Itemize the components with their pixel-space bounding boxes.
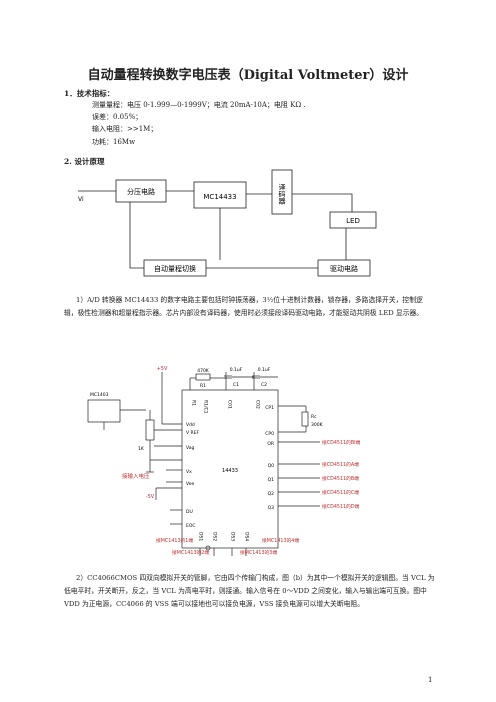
rc-name: Rc: [311, 414, 317, 420]
vcc-bottom-label: -5V: [146, 494, 155, 500]
r1-value: 470K: [197, 368, 210, 374]
pin-vag: Vag: [186, 445, 194, 451]
pin-ds3: DS3: [230, 532, 236, 541]
document-title: 自动量程转换数字电压表（Digital Voltmeter）设计: [87, 68, 409, 83]
r1-name: R1: [200, 383, 206, 389]
block-diagram: Vi 分压电路 MC14433 译码器 LED 自动量程切换 驱动电路: [78, 169, 377, 277]
pin-cp1: CP1: [265, 405, 274, 411]
pin-ds1: DS1: [198, 532, 204, 541]
rc-value: 300K: [311, 422, 324, 428]
decoder-label: 译码器: [278, 184, 286, 206]
page-number: 1: [428, 676, 433, 684]
c2-name: C2: [261, 382, 267, 388]
circuit-schematic: +5V -5V MC1403 470K R1 0.1uF 0.1uF C1 C2…: [87, 366, 361, 556]
vcc-top-label: +5V: [157, 366, 168, 372]
c2-value: 0.1uF: [258, 367, 271, 373]
range-switch-label: 自动量程切换: [154, 264, 196, 273]
chip-label: 14433: [222, 468, 238, 474]
conn-mc1413-4: 接MC1413的4端: [262, 537, 299, 544]
pin-c01: C01: [227, 400, 233, 409]
pin-ds4: DS4: [244, 532, 250, 541]
pin-or: OR: [267, 441, 274, 447]
spec-input-resistance: 输入电阻：>>1M；: [92, 125, 158, 133]
decoder-block: [271, 169, 293, 215]
pin-du: DU: [186, 509, 193, 515]
chip-14433: [181, 389, 279, 549]
pin-vref: V REF: [186, 430, 199, 436]
pin-vx: Vx: [186, 469, 192, 475]
ref-chip-label: MC1403: [90, 392, 109, 398]
c1-value: 0.1uF: [230, 367, 243, 373]
potentiometer: [145, 419, 155, 441]
conn-mc1413-1: 接MC1413的1端: [156, 537, 193, 544]
pin-eoc: EOC: [186, 523, 196, 529]
input-label: Vi: [78, 196, 84, 203]
pin-vdd: Vdd: [186, 422, 195, 428]
paragraph-cc4066: 2）CC4066CMOS 四双向模拟开关的管脚，它由四个传输门构成，图（b）为其…: [64, 574, 435, 608]
resistor-r1: [195, 373, 211, 381]
ref-chip: [87, 399, 121, 423]
pin-r1c1: R1/C1: [203, 400, 209, 414]
c1-name: C1: [233, 382, 239, 388]
pin-q2: Q2: [268, 491, 275, 497]
led-label: LED: [346, 217, 360, 225]
conn-cd4511-bi: 接CD4511的BI端: [322, 439, 361, 446]
pin-r1: R1: [191, 400, 197, 406]
spec-error: 误差：0.05%；: [92, 113, 143, 121]
section-heading-specs: 1．技术指标：: [64, 89, 115, 98]
conn-mc1413-3: 接MC1413的3端: [240, 549, 277, 556]
led-block: [329, 211, 377, 229]
spec-power: 功耗：16Mw: [92, 138, 136, 146]
conn-cd4511-d: 接CD4511的D端: [322, 503, 360, 510]
pin-ds2: DS2: [212, 532, 218, 541]
pot-value: 1K: [138, 446, 145, 452]
divider-label: 分压电路: [127, 187, 155, 196]
spec-range: 测量量程：电压 0-1.999—0-1999V；电流 20mA-10A；电阻 K…: [92, 101, 306, 109]
driver-label: 驱动电路: [330, 264, 358, 273]
resistor-rc: [301, 411, 309, 427]
conn-cd4511-c: 接CD4511的C端: [322, 489, 359, 496]
conn-cd4511-b: 接CD4511的B端: [322, 475, 359, 482]
pin-c02: C02: [255, 400, 261, 409]
conn-mc1413-2: 接MC1413的2端: [172, 549, 209, 556]
pin-q3: Q3: [268, 505, 275, 511]
section-heading-principle: 2. 设计原理: [64, 157, 105, 166]
adc-label: MC14433: [203, 193, 236, 201]
paragraph-adc: 1）A/D 转换器 MC14433 的数字电路主要包括时钟振荡器，3½位十进制计…: [64, 296, 424, 317]
pin-cp0: CP0: [265, 431, 274, 437]
input-voltage-note: 接输入电压: [122, 472, 150, 480]
pin-vee: Vee: [186, 481, 194, 487]
pin-q1: Q1: [268, 477, 275, 483]
conn-cd4511-a: 接CD4511的A端: [322, 461, 359, 468]
pin-q0: Q0: [268, 463, 275, 469]
